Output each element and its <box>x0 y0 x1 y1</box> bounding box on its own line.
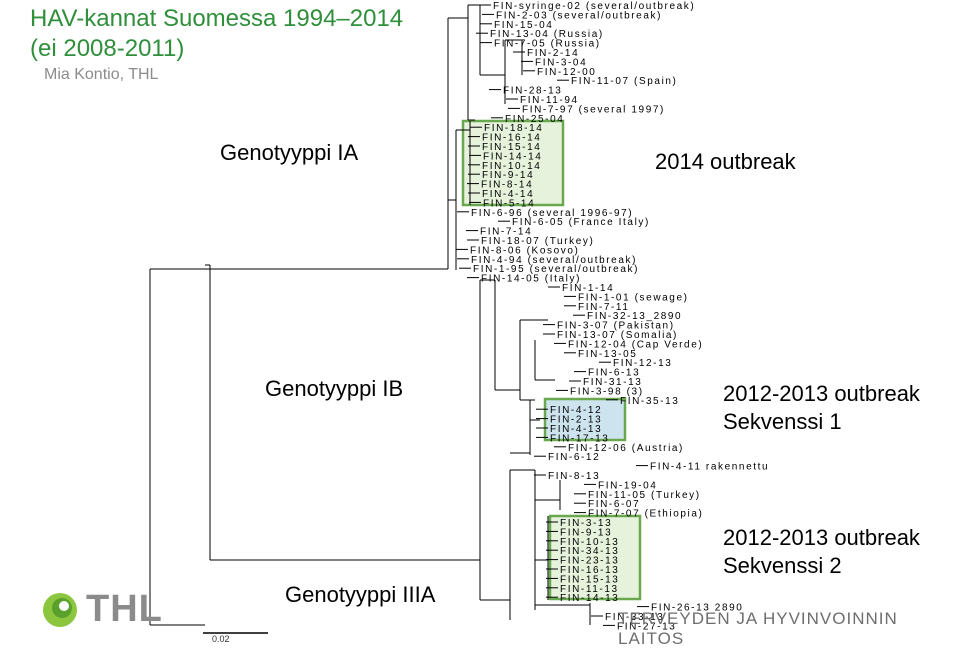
leaf-label: FIN-18-14 <box>484 123 543 134</box>
leaf-label: FIN-10-13 <box>560 537 619 548</box>
leaf-label: FIN-12-04 (Cap Verde) <box>568 339 703 350</box>
leaf-label: FIN-12-06 (Austria) <box>568 443 684 454</box>
scale-label: 0.02 <box>212 634 230 644</box>
leaf-label: FIN-8-13 <box>548 471 600 482</box>
leaf-label: FIN-28-13 <box>503 86 562 97</box>
leaf-label: FIN-11-13 <box>560 584 619 595</box>
leaf-label: FIN-7-14 <box>480 227 532 238</box>
thl-logo-text: THL <box>86 588 163 630</box>
highlight-2012-sekvenssi-2 <box>548 514 642 601</box>
leaf-label: FIN-7-05 (Russia) <box>494 39 601 50</box>
outbreak-2012-2-line-2: Sekvenssi 2 <box>723 553 842 578</box>
leaf-label: FIN-1-14 <box>562 283 614 294</box>
leaf-label: FIN-19-04 <box>598 480 657 491</box>
leaf-label: FIN-15-14 <box>482 142 541 153</box>
leaf-label: FIN-27-13 <box>617 621 676 632</box>
leaf-label: FIN-3-04 <box>535 57 587 68</box>
leaf-label: FIN-12-13 <box>613 358 672 369</box>
leaf-label: FIN-syringe-02 (several/outbreak) <box>493 1 695 12</box>
genotype-iiia-label: Genotyyppi IIIA <box>285 582 436 607</box>
leaf-label: FIN-3-98 (3) <box>570 386 644 397</box>
leaf-label: FIN-33-13 <box>605 612 664 623</box>
thl-swirl-icon <box>43 592 77 627</box>
leaf-label: FIN-14-13 <box>560 593 619 604</box>
leaf-label: FIN-4-94 (several/outbreak) <box>471 255 637 266</box>
leaf-label: FIN-9-14 <box>482 170 534 181</box>
leaf-label: FIN-25-04 <box>505 114 564 125</box>
title-line-1: HAV-kannat Suomessa 1994–2014 <box>30 5 404 32</box>
leaf-label: FIN-11-05 (Turkey) <box>588 490 701 501</box>
leaf-label: FIN-13-07 (Somalia) <box>557 330 678 341</box>
outbreak-2012-sekvenssi-2: 2012-2013 outbreak Sekvenssi 2 <box>723 524 920 580</box>
leaf-label: FIN-12-00 <box>537 67 596 78</box>
leaf-label: FIN-3-13 <box>560 518 612 529</box>
genotype-ia-label: Genotyyppi IA <box>220 140 359 165</box>
leaf-label: FIN-10-14 <box>482 161 541 172</box>
leaf-label: FIN-6-96 (several 1996-97) <box>471 208 633 219</box>
highlight-2014-outbreak <box>461 119 565 207</box>
leaf-label: FIN-4-12 <box>550 405 602 416</box>
leaf-label: FIN-11-07 (Spain) <box>571 76 678 87</box>
genotype-ib-label: Genotyyppi IB <box>265 376 404 401</box>
leaf-label: FIN-4-14 <box>482 189 534 200</box>
leaf-label: FIN-34-13 <box>560 546 619 557</box>
leaf-label: FIN-9-13 <box>560 527 612 538</box>
title-line-2: (ei 2008-2011) <box>30 35 185 62</box>
leaf-label: FIN-31-13 <box>583 377 642 388</box>
leaf-label: FIN-11-94 <box>520 95 579 106</box>
leaf-label: FIN-4-11 rakennettu <box>650 462 769 473</box>
leaf-label: FIN-23-13 <box>560 556 619 567</box>
outbreak-2012-1-line-1: 2012-2013 outbreak <box>723 381 920 406</box>
thl-logo: THL <box>40 588 163 631</box>
leaf-label: FIN-2-03 (several/outbreak) <box>496 10 662 21</box>
leaf-label: FIN-26-13 2890 <box>651 603 743 614</box>
leaf-label: FIN-14-05 (Italy) <box>481 274 581 285</box>
leaf-label: FIN-14-14 <box>483 151 542 162</box>
author: Mia Kontio, THL <box>44 66 159 83</box>
leaf-label: FIN-6-07 <box>588 499 640 510</box>
title: HAV-kannat Suomessa 1994–2014 (ei 2008-2… <box>30 4 403 64</box>
leaf-label: FIN-16-14 <box>482 133 541 144</box>
leaf-label: FIN-13-05 <box>578 349 637 360</box>
outbreak-2012-2-line-1: 2012-2013 outbreak <box>723 525 920 550</box>
leaf-label: FIN-8-14 <box>481 180 533 191</box>
leaf-label: FIN-2-14 <box>527 48 579 59</box>
leaf-label: FIN-35-13 <box>620 396 679 407</box>
leaf-label: FIN-16-13 <box>560 565 619 576</box>
leaf-label: FIN-32-13_2890 <box>587 311 682 322</box>
leaf-label: FIN-1-95 (several/outbreak) <box>473 264 639 275</box>
leaf-label: FIN-18-07 (Turkey) <box>481 236 594 247</box>
leaf-label: FIN-2-13 <box>550 415 602 426</box>
leaf-label: FIN-15-13 <box>560 574 619 585</box>
highlight-2012-sekvenssi-1 <box>543 397 627 442</box>
leaf-labels: FIN-syringe-02 (several/outbreak)FIN-2-0… <box>470 1 769 632</box>
leaf-label: FIN-1-01 (sewage) <box>578 292 689 303</box>
leaf-label: FIN-7-07 (Ethiopia) <box>588 509 703 520</box>
leaf-label: FIN-13-04 (Russia) <box>490 29 604 40</box>
leaf-label: FIN-5-14 <box>483 198 535 209</box>
leaf-label: FIN-4-13 <box>550 424 602 435</box>
leaf-label: FIN-8-06 (Kosovo) <box>470 245 579 256</box>
outbreak-2012-sekvenssi-1: 2012-2013 outbreak Sekvenssi 1 <box>723 380 920 436</box>
leaf-label: FIN-7-97 (several 1997) <box>522 104 665 115</box>
leaf-label: FIN-17-13 <box>550 433 609 444</box>
outbreak-2014-label: 2014 outbreak <box>655 149 796 174</box>
leaf-label: FIN-6-12 <box>548 452 600 463</box>
outbreak-2012-1-line-2: Sekvenssi 1 <box>723 409 842 434</box>
institute-name: TERVEYDEN JA HYVINVOINNIN LAITOS <box>618 609 898 648</box>
tree-branches <box>149 4 649 626</box>
leaf-label: FIN-6-05 (France Italy) <box>512 217 650 228</box>
leaf-label: FIN-15-04 <box>494 20 553 31</box>
leaf-label: FIN-7-11 <box>578 302 630 313</box>
leaf-label: FIN-3-07 (Pakistan) <box>557 321 675 332</box>
leaf-label: FIN-6-13 <box>588 368 640 379</box>
